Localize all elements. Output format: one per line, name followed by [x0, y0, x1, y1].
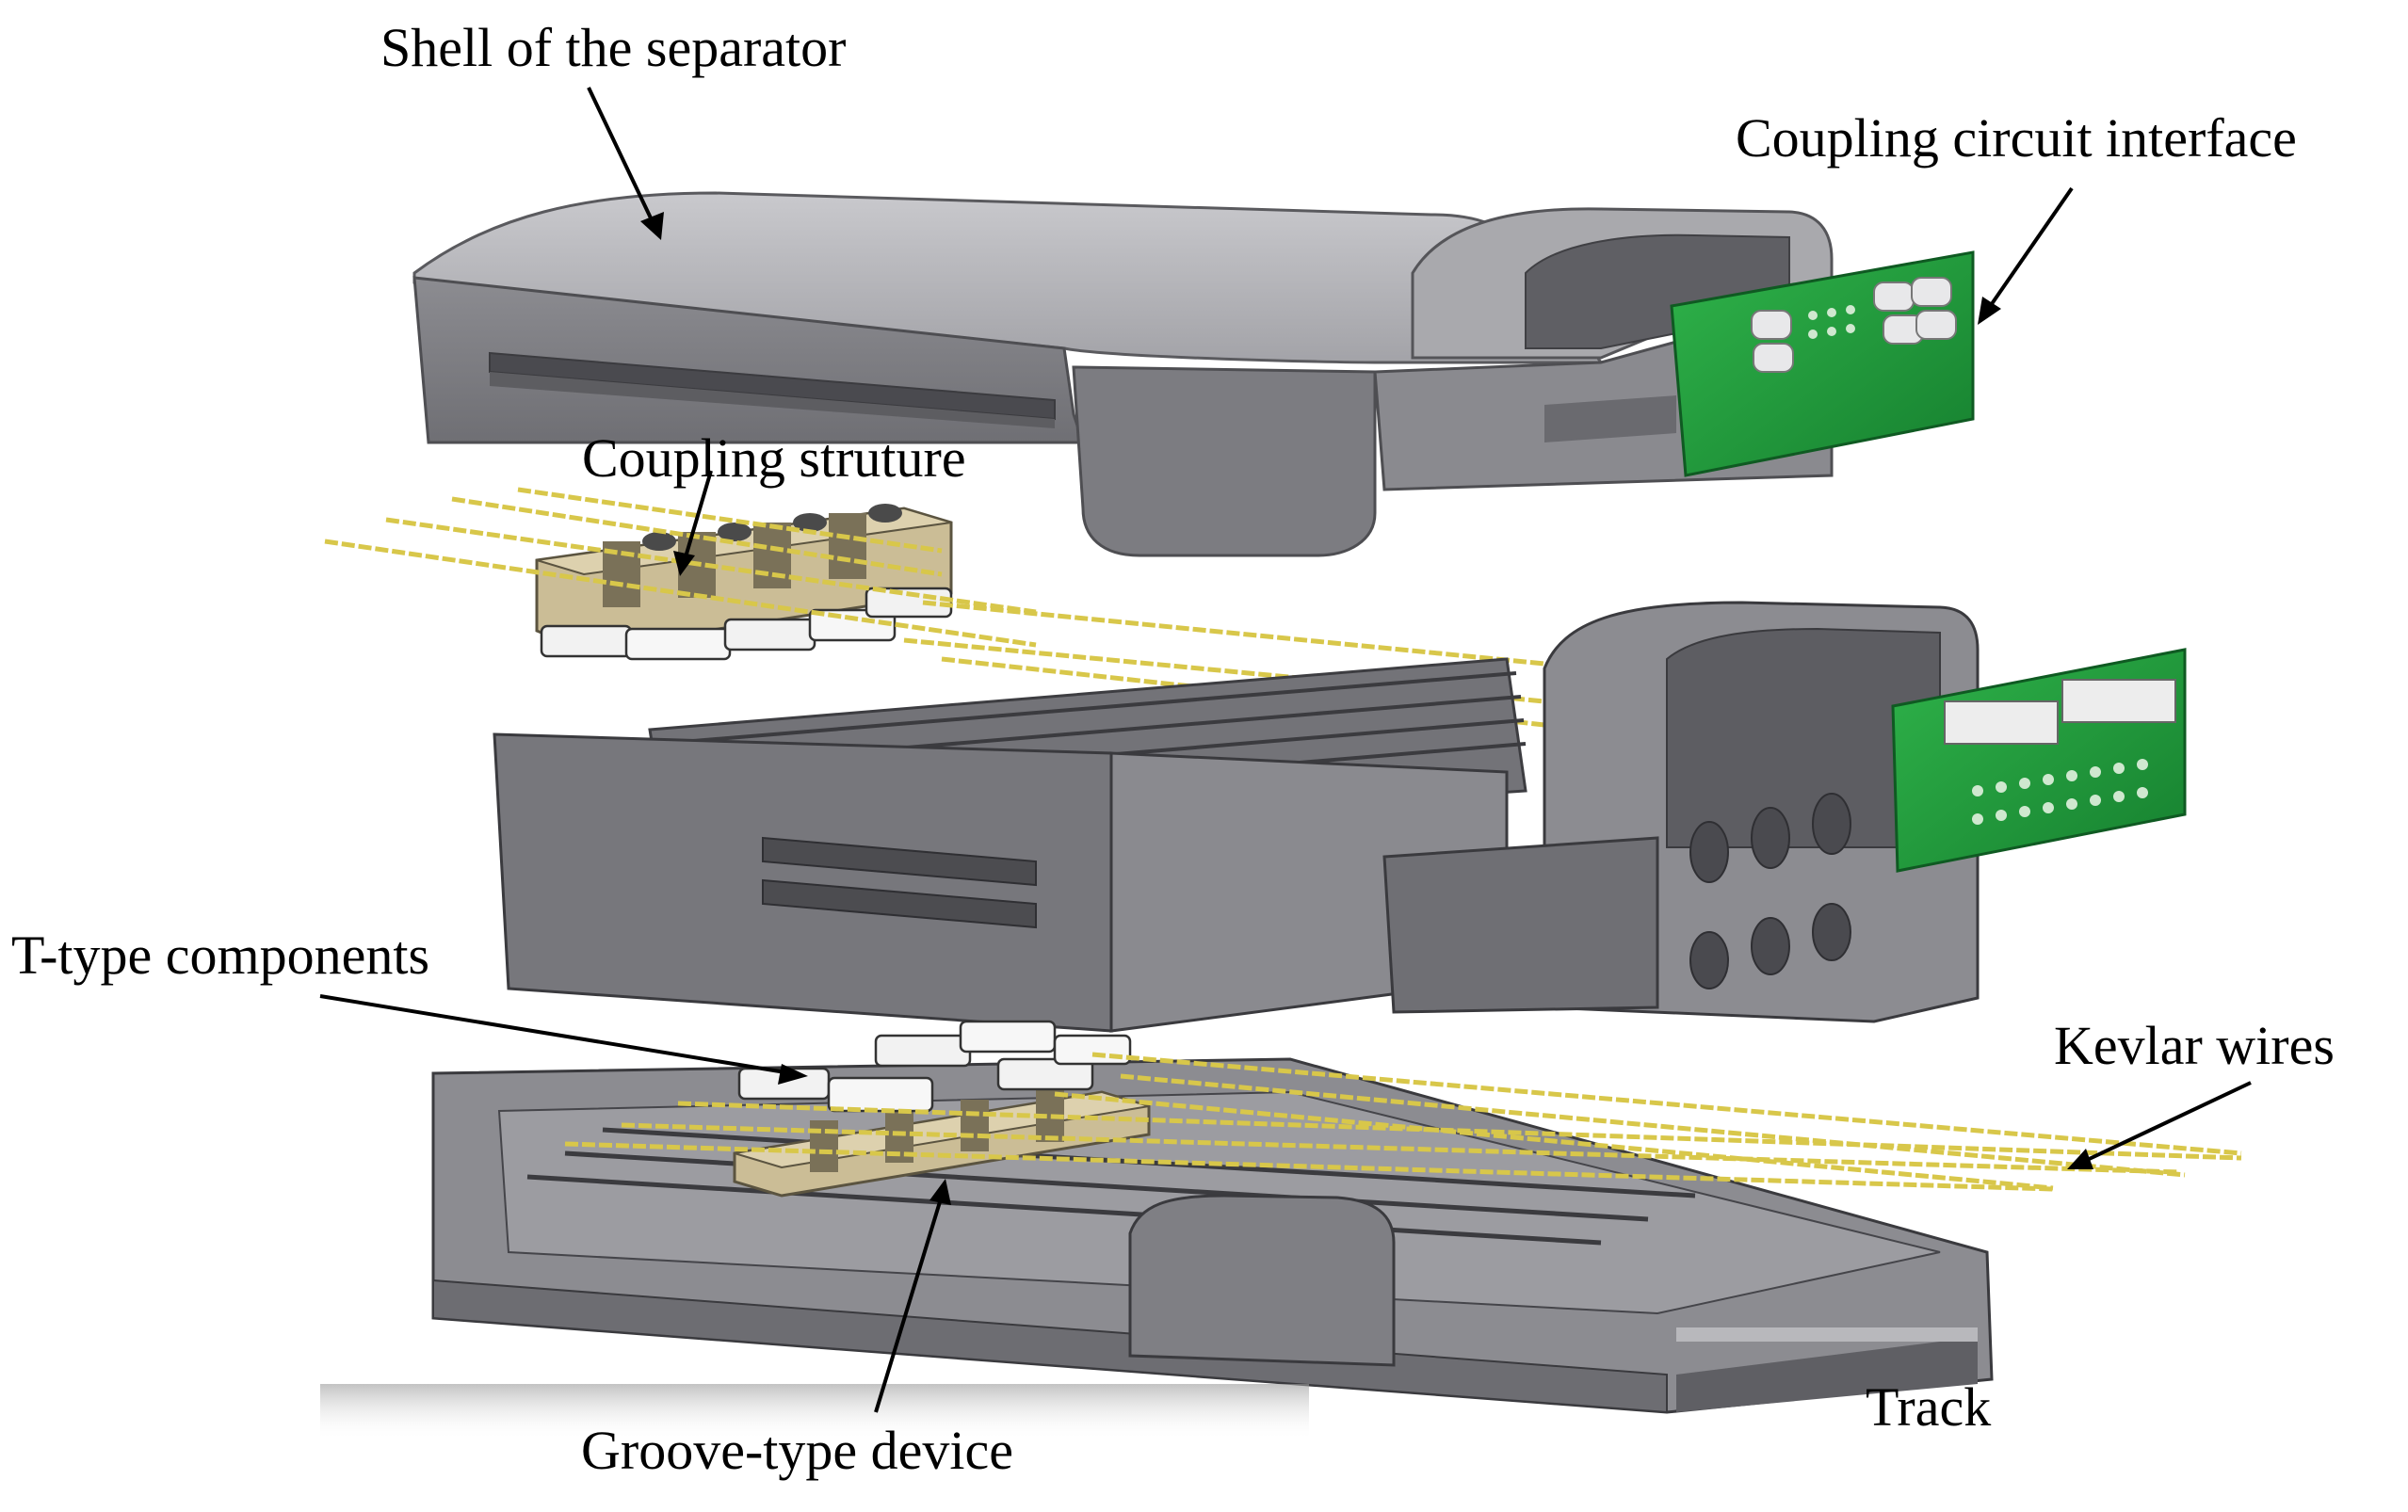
coupling-interface-label: Coupling circuit interface [1736, 107, 2297, 169]
coupling-structure-label: Coupling struture [582, 427, 966, 489]
shell-label: Shell of the separator [380, 17, 847, 78]
coupling-circuit-interface-board [1670, 250, 1975, 477]
track-label: Track [1866, 1376, 1992, 1438]
kevlar-arrow [2067, 1081, 2252, 1169]
t-type-components-label: T-type components [11, 925, 430, 986]
callout-arrows [319, 87, 2252, 1413]
t-type-arrow [319, 994, 808, 1085]
t-type-components-middle [540, 587, 953, 661]
kevlar-wires-bottom [564, 1052, 2242, 1192]
coupling-interface-arrow [1978, 186, 2074, 325]
groove-type-device-label: Groove-type device [581, 1420, 1013, 1481]
kevlar-wires-label: Kevlar wires [2054, 1015, 2335, 1076]
groove-arrow [874, 1179, 951, 1413]
separator-shell [412, 191, 1834, 557]
shell-arrow [587, 87, 664, 240]
coupling-structure-arrow [673, 470, 713, 576]
middle-circuit-board [1891, 648, 2187, 873]
middle-housing [493, 601, 1980, 1033]
track-base [320, 1057, 1994, 1440]
